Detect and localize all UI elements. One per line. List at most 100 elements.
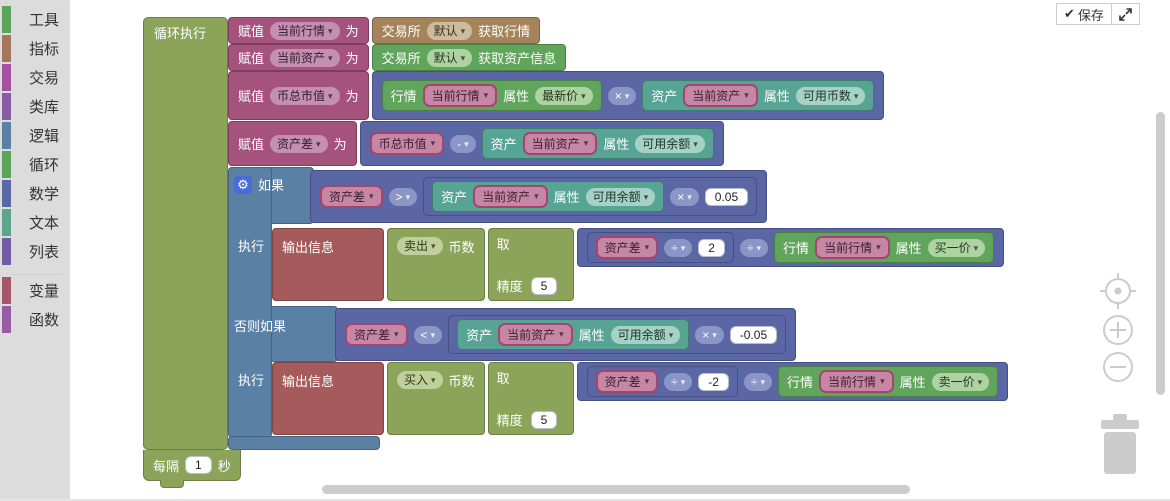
side-dropdown[interactable]: 买入▾: [397, 371, 443, 389]
toolbox-item-tools[interactable]: 工具: [0, 5, 70, 34]
account-attr-block[interactable]: 资产 当前资产▾ 属性 可用余额▾: [457, 319, 690, 350]
compare-expression-block[interactable]: 资产差▾ >▾ 资产 当前资产▾ 属性 可用余额▾ ×▾ 0.05: [310, 170, 768, 223]
toolbox-item-variables[interactable]: 变量: [0, 276, 70, 305]
multiply-expression-block[interactable]: 资产 当前资产▾ 属性 可用余额▾ ×▾ 0.05: [423, 177, 758, 216]
assign-block[interactable]: 赋值 当前资产▾ 为: [228, 44, 369, 71]
toolbox-item-label: 交易: [29, 70, 60, 87]
multiply-expression-block[interactable]: 行情 当前行情▾ 属性 最新价▾ ×▾ 资产 当前资产▾ 属性 可用币数▾: [371, 71, 885, 120]
var-chip-cur-ticker[interactable]: 当前行情▾: [815, 236, 890, 259]
ticker-attr-block[interactable]: 行情 当前行情▾ 属性 买一价▾: [774, 232, 995, 263]
compare-expression-block[interactable]: 资产差▾ <▾ 资产 当前资产▾ 属性 可用余额▾ ×▾ -0.05: [335, 308, 797, 361]
zoom-in-button[interactable]: [1103, 315, 1133, 345]
assign-block[interactable]: 赋值 当前行情▾ 为: [228, 17, 369, 44]
number-input-ratio[interactable]: 0.05: [704, 187, 749, 206]
toolbox-item-math[interactable]: 数学: [0, 179, 70, 208]
var-chip-cur-account[interactable]: 当前资产▾: [522, 132, 598, 155]
interval-input[interactable]: 1: [185, 456, 212, 474]
toolbox-item-library[interactable]: 类库: [0, 92, 70, 121]
fullscreen-button[interactable]: [1111, 3, 1140, 25]
account-attr-block[interactable]: 资产 当前资产▾ 属性 可用余额▾: [481, 128, 714, 159]
attr-dropdown[interactable]: 可用余额▾: [610, 325, 681, 344]
exchange-dropdown[interactable]: 默认▾: [426, 48, 473, 67]
number-input-ratio[interactable]: -0.05: [729, 325, 778, 344]
var-chip-cur-account[interactable]: 当前资产▾: [473, 185, 548, 208]
attr-dropdown[interactable]: 可用余额▾: [635, 134, 705, 153]
toolbox-item-lists[interactable]: 列表: [0, 237, 70, 266]
log-block[interactable]: 输出信息: [272, 228, 384, 301]
round-block[interactable]: 取 精度 5: [487, 362, 574, 435]
var-chip-total-value[interactable]: 币总市值▾: [369, 132, 445, 155]
multiply-expression-block[interactable]: 资产 当前资产▾ 属性 可用余额▾ ×▾ -0.05: [448, 315, 787, 354]
compare-operator-dropdown[interactable]: >▾: [388, 187, 418, 206]
var-chip-cur-account[interactable]: 当前资产▾: [498, 323, 573, 346]
operator-dropdown[interactable]: ÷▾: [739, 238, 769, 257]
if-block-spine[interactable]: [228, 167, 272, 438]
toolbox-item-text[interactable]: 文本: [0, 208, 70, 237]
assign-block[interactable]: 赋值 资产差▾ 为: [228, 121, 357, 166]
loop-interval-block[interactable]: 每隔 1 秒: [143, 450, 241, 481]
get-account-block[interactable]: 交易所 默认▾ 获取资产信息: [371, 44, 567, 71]
attr-dropdown[interactable]: 可用余额▾: [585, 187, 656, 206]
toolbox-item-logic[interactable]: 逻辑: [0, 121, 70, 150]
toolbox-item-label: 循环: [29, 157, 60, 174]
var-dropdown[interactable]: 资产差▾: [270, 134, 328, 153]
operator-dropdown[interactable]: -▾: [450, 134, 476, 153]
operator-dropdown[interactable]: ÷▾: [664, 238, 693, 257]
var-chip-asset-diff[interactable]: 资产差▾: [595, 370, 659, 393]
subtract-expression-block[interactable]: 币总市值▾ -▾ 资产 当前资产▾ 属性 可用余额▾: [359, 121, 724, 166]
number-input-divisor[interactable]: -2: [698, 372, 729, 391]
trade-side-block[interactable]: 卖出▾ 币数: [387, 228, 485, 301]
var-dropdown[interactable]: 当前行情▾: [270, 21, 340, 40]
var-chip-asset-diff[interactable]: 资产差▾: [595, 236, 659, 259]
trash-icon[interactable]: [1094, 412, 1146, 476]
gear-icon[interactable]: ⚙: [234, 175, 252, 194]
if-block-bottom-arm[interactable]: [228, 436, 380, 450]
attr-dropdown[interactable]: 买一价▾: [927, 238, 986, 257]
operator-dropdown[interactable]: ÷▾: [664, 372, 693, 391]
divide-expression-block[interactable]: 资产差▾ ÷▾ -2 ÷▾ 行情 当前行情▾ 属性 卖一价▾: [576, 362, 1009, 401]
account-attr-block[interactable]: 资产 当前资产▾ 属性 可用余额▾: [432, 181, 665, 212]
attr-dropdown[interactable]: 可用币数▾: [795, 86, 866, 105]
operator-dropdown[interactable]: ×▾: [607, 86, 637, 105]
get-ticker-block[interactable]: 交易所 默认▾ 获取行情: [371, 17, 541, 44]
attr-dropdown[interactable]: 最新价▾: [535, 86, 593, 105]
var-dropdown[interactable]: 币总市值▾: [270, 86, 340, 105]
operator-dropdown[interactable]: ÷▾: [743, 372, 773, 391]
trade-side-block[interactable]: 买入▾ 币数: [387, 362, 485, 435]
round-block[interactable]: 取 精度 5: [487, 228, 574, 301]
toolbox-item-trade[interactable]: 交易: [0, 63, 70, 92]
exchange-dropdown[interactable]: 默认▾: [426, 21, 473, 40]
horizontal-scrollbar[interactable]: [322, 485, 910, 494]
number-input-divisor[interactable]: 2: [698, 238, 725, 257]
var-chip-asset-diff[interactable]: 资产差▾: [345, 323, 408, 346]
inner-divide-block[interactable]: 资产差▾ ÷▾ 2: [586, 232, 734, 263]
account-attr-block[interactable]: 资产 当前资产▾ 属性 可用币数▾: [642, 80, 875, 111]
attr-dropdown[interactable]: 卖一价▾: [931, 372, 990, 391]
toolbox-item-loops[interactable]: 循环: [0, 150, 70, 179]
operator-dropdown[interactable]: ×▾: [695, 325, 724, 344]
ticker-attr-block[interactable]: 行情 当前行情▾ 属性 最新价▾: [381, 80, 602, 111]
save-button[interactable]: ✔ 保存: [1056, 3, 1112, 25]
zoom-reset-button[interactable]: [1100, 273, 1136, 309]
toolbox-item-functions[interactable]: 函数: [0, 305, 70, 334]
caret-down-icon: ▾: [328, 25, 333, 36]
precision-input[interactable]: 5: [530, 276, 558, 295]
vertical-scrollbar[interactable]: [1156, 112, 1165, 395]
operator-dropdown[interactable]: ×▾: [670, 187, 699, 206]
zoom-out-button[interactable]: [1103, 352, 1133, 382]
assign-block[interactable]: 赋值 币总市值▾ 为: [228, 71, 369, 120]
var-chip-asset-diff[interactable]: 资产差▾: [320, 185, 383, 208]
divide-expression-block[interactable]: 资产差▾ ÷▾ 2 ÷▾ 行情 当前行情▾ 属性 买一价▾: [576, 228, 1005, 267]
var-chip-cur-ticker[interactable]: 当前行情▾: [819, 370, 894, 393]
toolbox-item-indicators[interactable]: 指标: [0, 34, 70, 63]
log-block[interactable]: 输出信息: [272, 362, 384, 435]
compare-operator-dropdown[interactable]: <▾: [413, 325, 443, 344]
var-dropdown[interactable]: 当前资产▾: [270, 48, 340, 67]
inner-divide-block[interactable]: 资产差▾ ÷▾ -2: [586, 366, 738, 397]
ticker-attr-block[interactable]: 行情 当前行情▾ 属性 卖一价▾: [778, 366, 999, 397]
loop-block-spine[interactable]: 循环执行: [143, 17, 228, 450]
var-chip-cur-ticker[interactable]: 当前行情▾: [422, 84, 498, 107]
side-dropdown[interactable]: 卖出▾: [397, 237, 443, 255]
precision-input[interactable]: 5: [530, 410, 558, 429]
var-chip-cur-account[interactable]: 当前资产▾: [683, 84, 758, 107]
